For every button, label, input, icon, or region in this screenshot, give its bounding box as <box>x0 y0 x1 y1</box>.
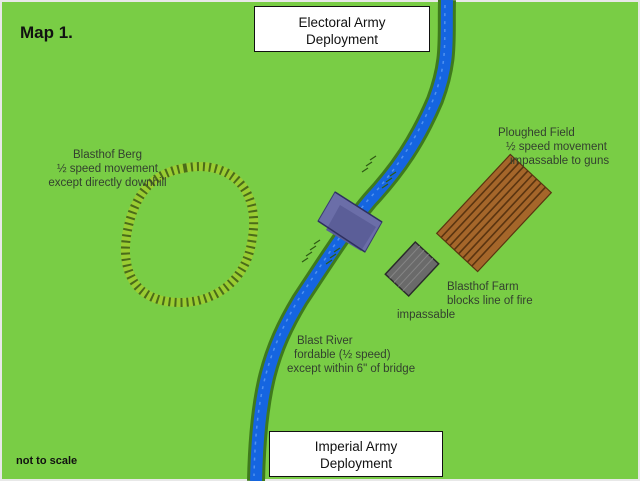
river-rule-1: fordable (½ speed) <box>294 349 391 361</box>
farm-label: Blasthof Farm blocks line of fire impass… <box>397 280 533 322</box>
imperial-deployment-zone: Imperial Army Deployment <box>269 431 443 477</box>
berg-name: Blasthof Berg <box>72 149 143 161</box>
deployment-title: Electoral Army <box>298 15 386 30</box>
map-title: Map 1. <box>20 23 73 42</box>
river-name: Blast River <box>297 335 353 347</box>
farm-rule-2: impassable <box>397 309 456 321</box>
river-water <box>250 0 453 481</box>
bridge-icon <box>317 191 383 253</box>
field-label: Ploughed Field ½ speed movement impassab… <box>498 126 609 168</box>
hill-contour-icon <box>120 162 259 307</box>
deployment-subtitle: Deployment <box>305 32 379 47</box>
deployment-subtitle: Deployment <box>319 456 393 471</box>
berg-label: Blasthof Berg ½ speed movement except di… <box>25 148 190 190</box>
river-label: Blast River fordable (½ speed) except wi… <box>287 334 415 376</box>
deployment-title: Imperial Army <box>314 439 398 454</box>
field-name: Ploughed Field <box>498 127 575 139</box>
berg-rule-1: ½ speed movement <box>56 163 158 175</box>
bank-hatching <box>301 155 397 265</box>
scale-note: not to scale <box>16 455 78 467</box>
farm-rule-1: blocks line of fire <box>447 295 533 307</box>
field-rule-1: ½ speed movement <box>506 141 608 153</box>
ploughed-field-icon <box>435 153 553 273</box>
berg-rule-2: except directly downhill <box>48 177 167 189</box>
electoral-deployment-zone: Electoral Army Deployment <box>254 6 430 52</box>
farm-building-icon <box>384 240 440 298</box>
farm-name: Blasthof Farm <box>447 281 519 293</box>
field-rule-2: impassable to guns <box>510 155 610 167</box>
river-rule-2: except within 6" of bridge <box>287 363 416 375</box>
